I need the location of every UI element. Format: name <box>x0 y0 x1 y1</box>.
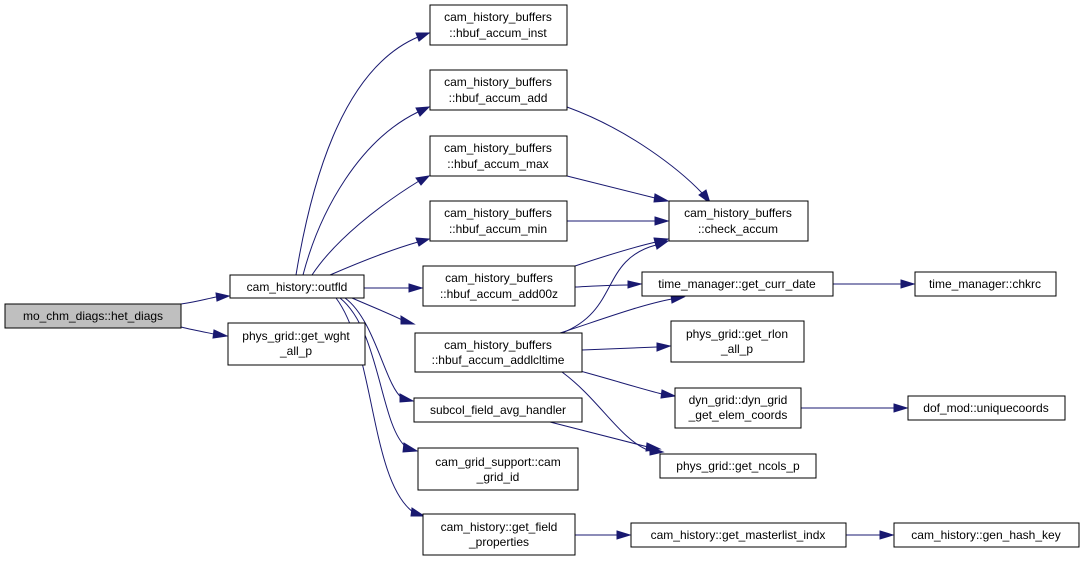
edge-hbuf-accum-addlcltime-to-check-accum <box>561 240 670 334</box>
edge-outfld-to-hbuf-accum-add00z <box>364 283 424 293</box>
edge-get-masterlist-indx-to-gen-hash-key <box>846 530 895 540</box>
node-label-line1: cam_history_buffers <box>445 271 553 285</box>
node-label-line2: _all_p <box>720 342 753 356</box>
node-hbuf-accum-add00z[interactable]: cam_history_buffers ::hbuf_accum_add00z <box>422 265 576 307</box>
edge-hbuf-accum-add-to-check-accum <box>566 106 711 205</box>
edge-hbuf-accum-add00z-to-check-accum <box>574 237 670 267</box>
node-get-ncols-p[interactable]: phys_grid::get_ncols_p <box>659 453 817 479</box>
node-label-line1: cam_history_buffers <box>444 141 552 155</box>
node-label-line2: ::hbuf_accum_addlcltime <box>432 353 565 367</box>
node-label: dof_mod::uniquecoords <box>923 401 1048 415</box>
node-hbuf-accum-min[interactable]: cam_history_buffers ::hbuf_accum_min <box>429 200 568 242</box>
node-label-line2: ::hbuf_accum_inst <box>449 26 547 40</box>
edge-hbuf-accum-min-to-check-accum <box>567 216 670 226</box>
node-label-line1: phys_grid::get_wght <box>242 329 350 343</box>
edge-hbuf-accum-addlcltime-to-get-curr-date <box>559 294 686 334</box>
edge-get-curr-date-to-chkrc <box>833 279 916 289</box>
node-outfld[interactable]: cam_history::outfld <box>229 274 365 299</box>
edge-het-diags-to-get-wght <box>180 326 229 339</box>
node-get-elem-coords[interactable]: dyn_grid::dyn_grid _get_elem_coords <box>674 387 802 429</box>
node-label-line1: cam_grid_support::cam <box>435 455 560 469</box>
node-het-diags[interactable]: mo_chm_diags::het_diags <box>4 303 182 329</box>
node-label-line2: ::hbuf_accum_add00z <box>440 287 558 301</box>
node-chkrc[interactable]: time_manager::chkrc <box>914 271 1057 297</box>
node-cam-grid-id[interactable]: cam_grid_support::cam _grid_id <box>417 447 579 491</box>
edge-hbuf-accum-addlcltime-to-get-elem-coords <box>579 370 677 399</box>
node-hbuf-accum-add[interactable]: cam_history_buffers ::hbuf_accum_add <box>429 69 568 111</box>
node-label-line2: _get_elem_coords <box>688 408 788 422</box>
node-label-line1: cam_history_buffers <box>444 10 552 24</box>
node-label: cam_history::outfld <box>247 280 348 294</box>
node-label-line1: cam_history_buffers <box>444 75 552 89</box>
node-label: time_manager::get_curr_date <box>658 277 816 291</box>
node-label: subcol_field_avg_handler <box>430 403 566 417</box>
node-label-line2: _properties <box>468 535 529 549</box>
node-check-accum[interactable]: cam_history_buffers ::check_accum <box>668 200 809 242</box>
node-subcol-field-avg-handler[interactable]: subcol_field_avg_handler <box>413 397 583 423</box>
node-label-line1: cam_history_buffers <box>444 206 552 220</box>
node-label-line1: cam_history_buffers <box>444 338 552 352</box>
node-label-line1: dyn_grid::dyn_grid <box>689 393 788 407</box>
node-label-line1: cam_history_buffers <box>684 206 792 220</box>
node-get-field-properties[interactable]: cam_history::get_field _properties <box>422 513 576 556</box>
node-hbuf-accum-max[interactable]: cam_history_buffers ::hbuf_accum_max <box>429 135 568 177</box>
node-label-line1: cam_history::get_field <box>441 520 558 534</box>
edge-outfld-to-hbuf-accum-inst <box>295 32 431 276</box>
node-label-line2: _all_p <box>279 344 312 358</box>
edge-hbuf-accum-addlcltime-to-get-rlon <box>581 342 672 352</box>
edge-get-field-properties-to-get-masterlist-indx <box>575 530 632 540</box>
edge-outfld-to-hbuf-accum-min <box>329 237 431 276</box>
edge-outfld-to-hbuf-accum-max <box>311 175 431 276</box>
node-label-line2: _grid_id <box>476 470 520 484</box>
node-label-line2: ::check_accum <box>698 222 778 236</box>
node-get-rlon-all-p[interactable]: phys_grid::get_rlon _all_p <box>670 320 805 363</box>
node-uniquecoords[interactable]: dof_mod::uniquecoords <box>907 395 1066 421</box>
node-label: phys_grid::get_ncols_p <box>676 459 800 473</box>
edge-hbuf-accum-max-to-check-accum <box>566 175 670 203</box>
edge-get-elem-coords-to-uniquecoords <box>801 403 909 413</box>
edge-outfld-to-get-field-properties <box>335 297 426 517</box>
node-label: cam_history::get_masterlist_indx <box>651 528 826 542</box>
node-hbuf-accum-inst[interactable]: cam_history_buffers ::hbuf_accum_inst <box>429 4 568 46</box>
node-gen-hash-key[interactable]: cam_history::gen_hash_key <box>893 522 1080 548</box>
node-label-line2: ::hbuf_accum_add <box>449 91 548 105</box>
edge-outfld-to-hbuf-accum-add <box>302 106 431 276</box>
node-label: time_manager::chkrc <box>929 277 1041 291</box>
node-label-line2: ::hbuf_accum_min <box>449 222 547 236</box>
edge-outfld-to-hbuf-accum-addlcltime <box>351 297 416 325</box>
node-get-curr-date[interactable]: time_manager::get_curr_date <box>641 271 834 297</box>
node-get-masterlist-indx[interactable]: cam_history::get_masterlist_indx <box>630 522 847 548</box>
node-label: mo_chm_diags::het_diags <box>23 309 163 323</box>
edge-subcol-field-avg-handler-to-get-ncols-p <box>549 421 662 452</box>
node-label-line2: ::hbuf_accum_max <box>447 157 548 171</box>
node-hbuf-accum-addlcltime[interactable]: cam_history_buffers ::hbuf_accum_addlclt… <box>414 332 583 373</box>
node-label-line1: phys_grid::get_rlon <box>686 327 788 341</box>
node-label: cam_history::gen_hash_key <box>911 528 1060 542</box>
edge-hbuf-accum-add00z-to-get-curr-date <box>574 280 643 289</box>
edge-het-diags-to-outfld <box>180 292 231 305</box>
node-get-wght-all-p[interactable]: phys_grid::get_wght _all_p <box>227 322 366 366</box>
edge-outfld-to-subcol-field-avg-handler <box>344 297 415 403</box>
edge-outfld-to-cam-grid-id <box>339 297 419 453</box>
